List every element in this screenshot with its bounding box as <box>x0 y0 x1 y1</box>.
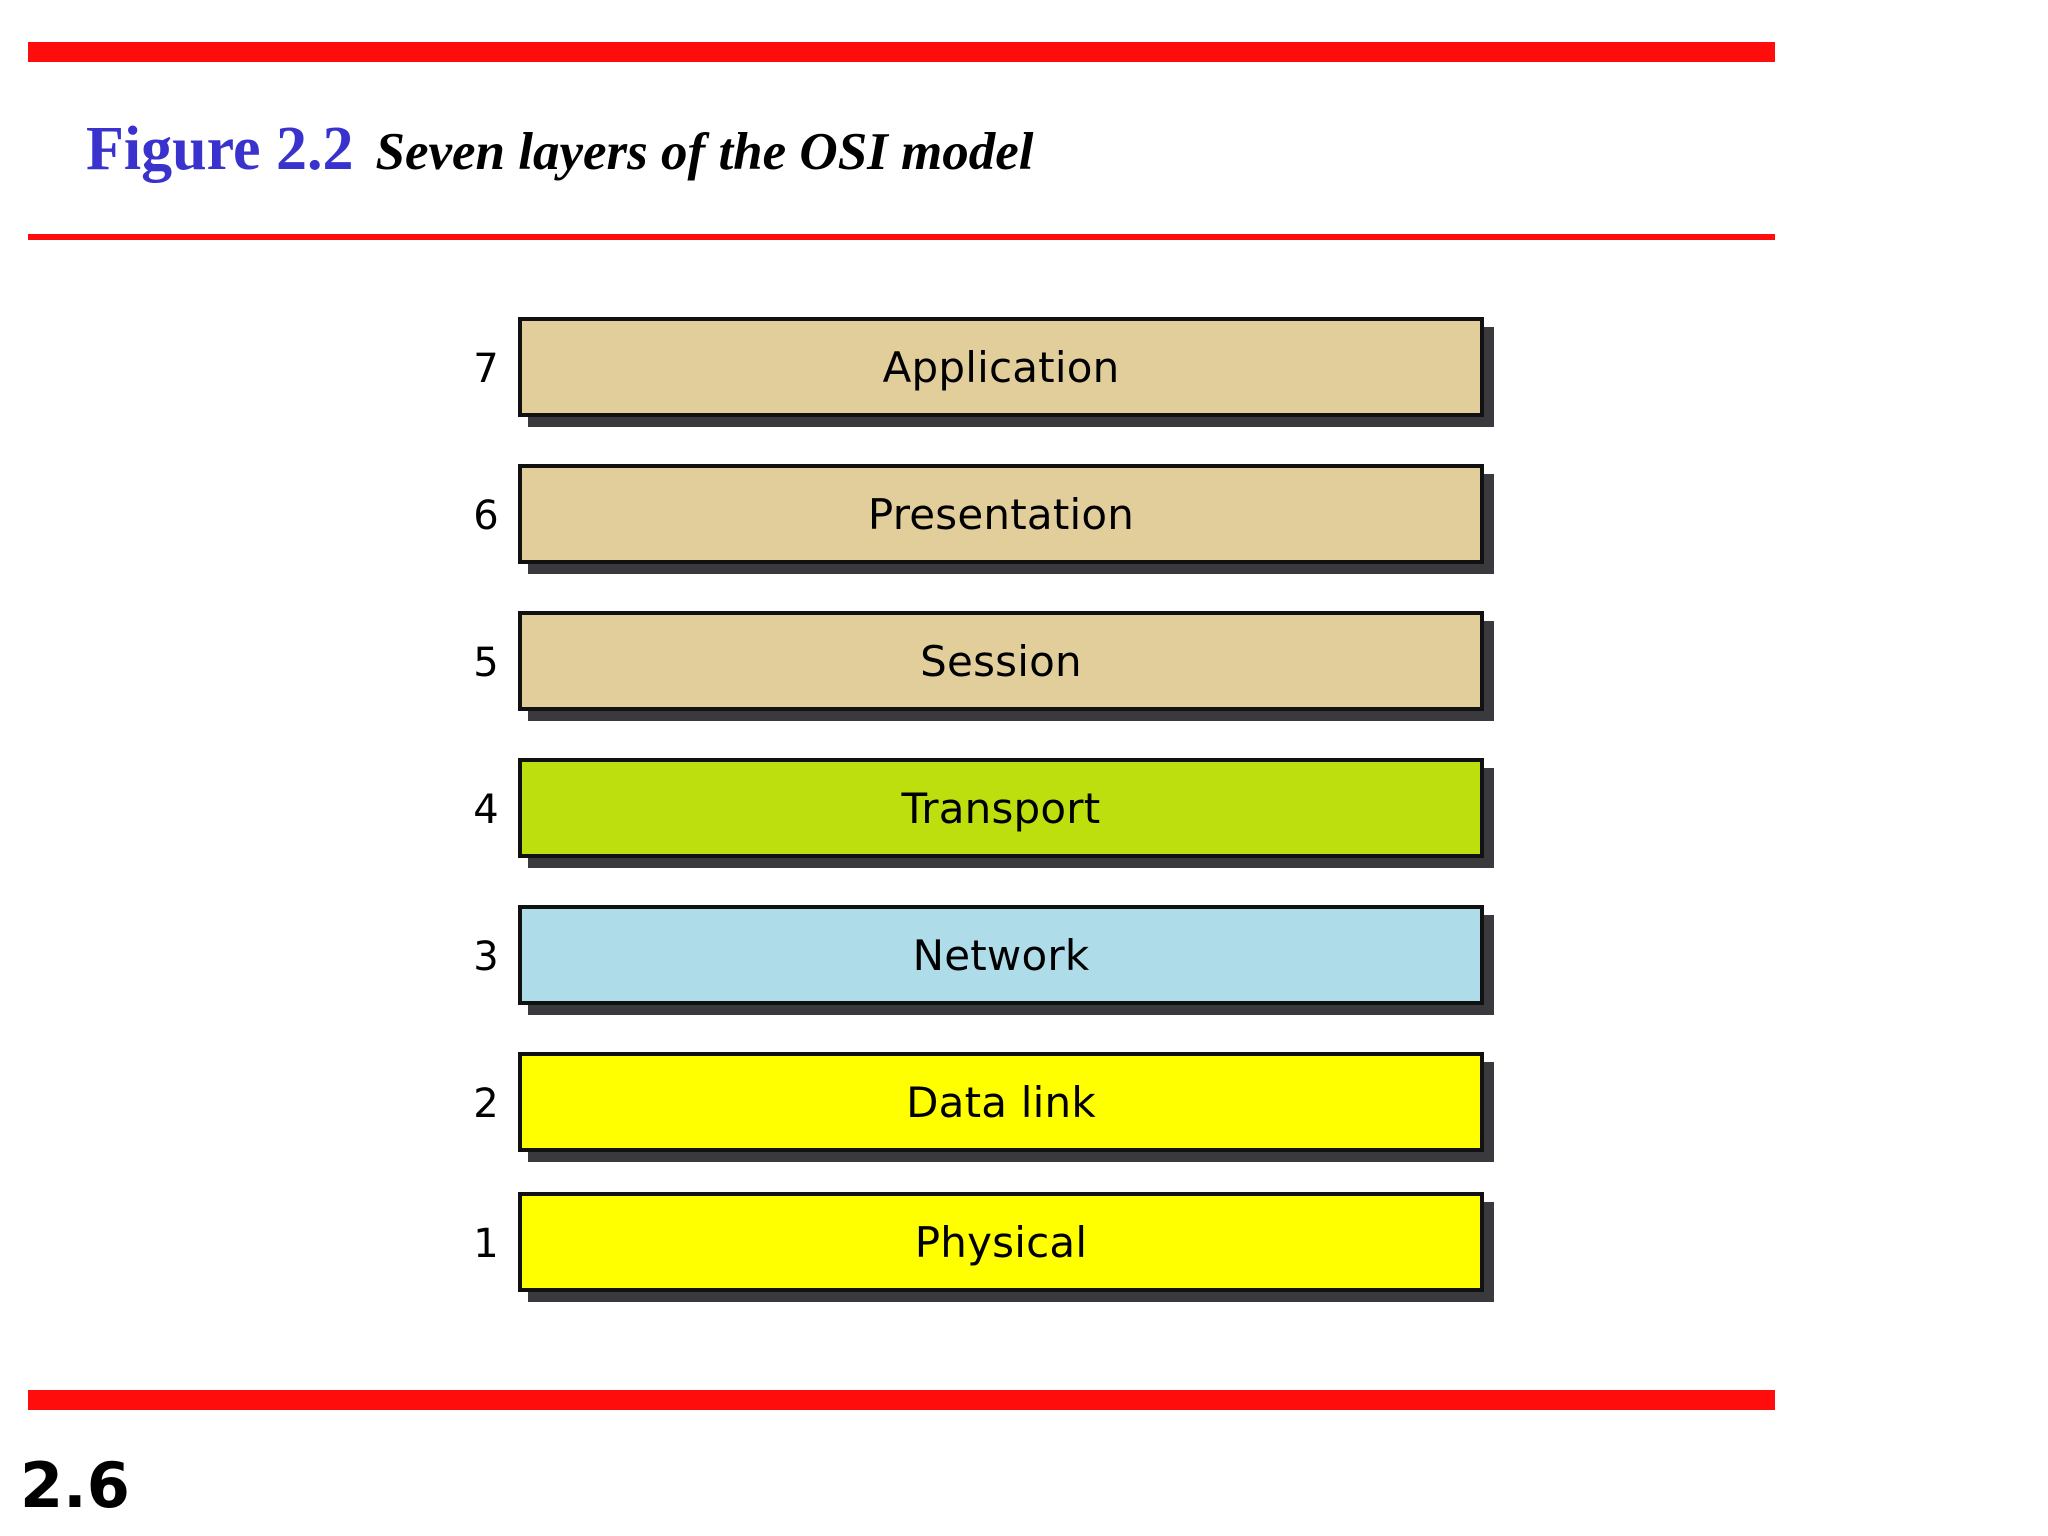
layer-box-application[interactable]: Application <box>518 317 1484 417</box>
layer-box-network[interactable]: Network <box>518 905 1484 1005</box>
layer-number-2: 2 <box>473 1081 499 1127</box>
layer-row-4: 4 Transport <box>460 758 1484 862</box>
layer-row-5: 5 Session <box>460 611 1484 715</box>
figure-title: Figure 2.2 Seven layers of the OSI model <box>86 118 1034 180</box>
layer-number-5: 5 <box>473 640 499 686</box>
layer-row-7: 7 Application <box>460 317 1484 421</box>
bottom-red-rule <box>28 1390 1775 1410</box>
layer-row-3: 3 Network <box>460 905 1484 1009</box>
layer-number-1: 1 <box>473 1221 499 1267</box>
layer-number-3: 3 <box>473 934 499 980</box>
figure-caption-text: Seven layers of the OSI model <box>375 123 1034 181</box>
layer-box-session[interactable]: Session <box>518 611 1484 711</box>
layer-number-6: 6 <box>473 493 499 539</box>
layer-row-2: 2 Data link <box>460 1052 1484 1156</box>
figure-number-label: Figure 2.2 <box>86 115 354 183</box>
layer-box-transport[interactable]: Transport <box>518 758 1484 858</box>
top-red-rule <box>28 42 1775 62</box>
layer-number-4: 4 <box>473 787 499 833</box>
page-number: 2.6 <box>20 1449 130 1522</box>
layer-label-presentation: Presentation <box>867 489 1135 539</box>
layer-label-application: Application <box>882 342 1120 392</box>
layer-label-physical: Physical <box>914 1217 1088 1267</box>
layer-label-network: Network <box>912 930 1090 980</box>
layer-label-transport: Transport <box>901 783 1101 833</box>
layer-label-data-link: Data link <box>906 1077 1096 1127</box>
layer-number-7: 7 <box>473 346 499 392</box>
layer-row-6: 6 Presentation <box>460 464 1484 568</box>
layer-box-presentation[interactable]: Presentation <box>518 464 1484 564</box>
title-underline-rule <box>28 234 1775 240</box>
layer-row-1: 1 Physical <box>460 1192 1484 1296</box>
layer-box-physical[interactable]: Physical <box>518 1192 1484 1292</box>
layer-box-data-link[interactable]: Data link <box>518 1052 1484 1152</box>
layer-label-session: Session <box>920 636 1082 686</box>
